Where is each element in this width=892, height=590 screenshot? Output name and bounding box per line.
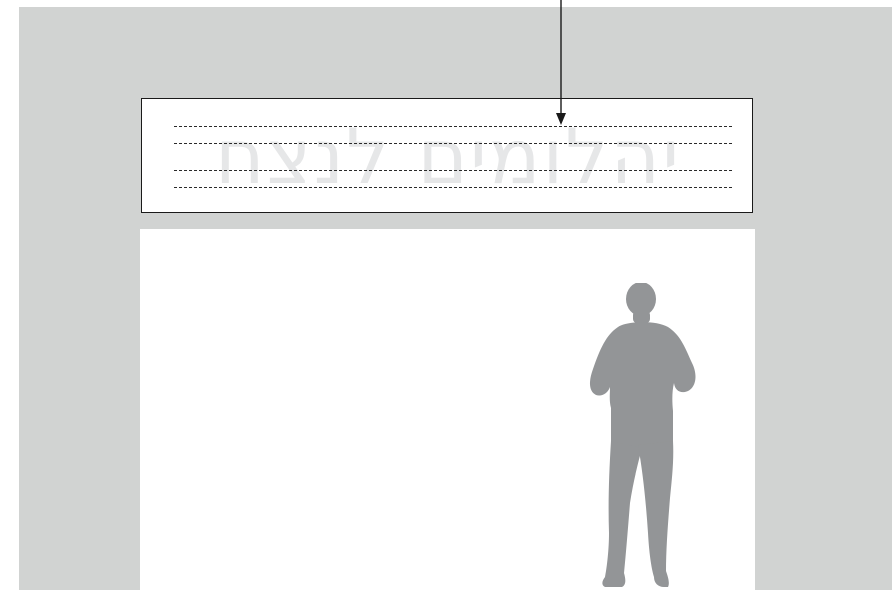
guide-line bbox=[174, 126, 732, 127]
sign-text: יהלומים לנצח bbox=[214, 112, 682, 201]
sign-panel: יהלומים לנצח bbox=[141, 98, 753, 213]
guide-line bbox=[174, 170, 732, 171]
guide-line bbox=[174, 187, 732, 188]
human-silhouette-icon bbox=[589, 283, 696, 587]
guide-line bbox=[174, 143, 732, 144]
